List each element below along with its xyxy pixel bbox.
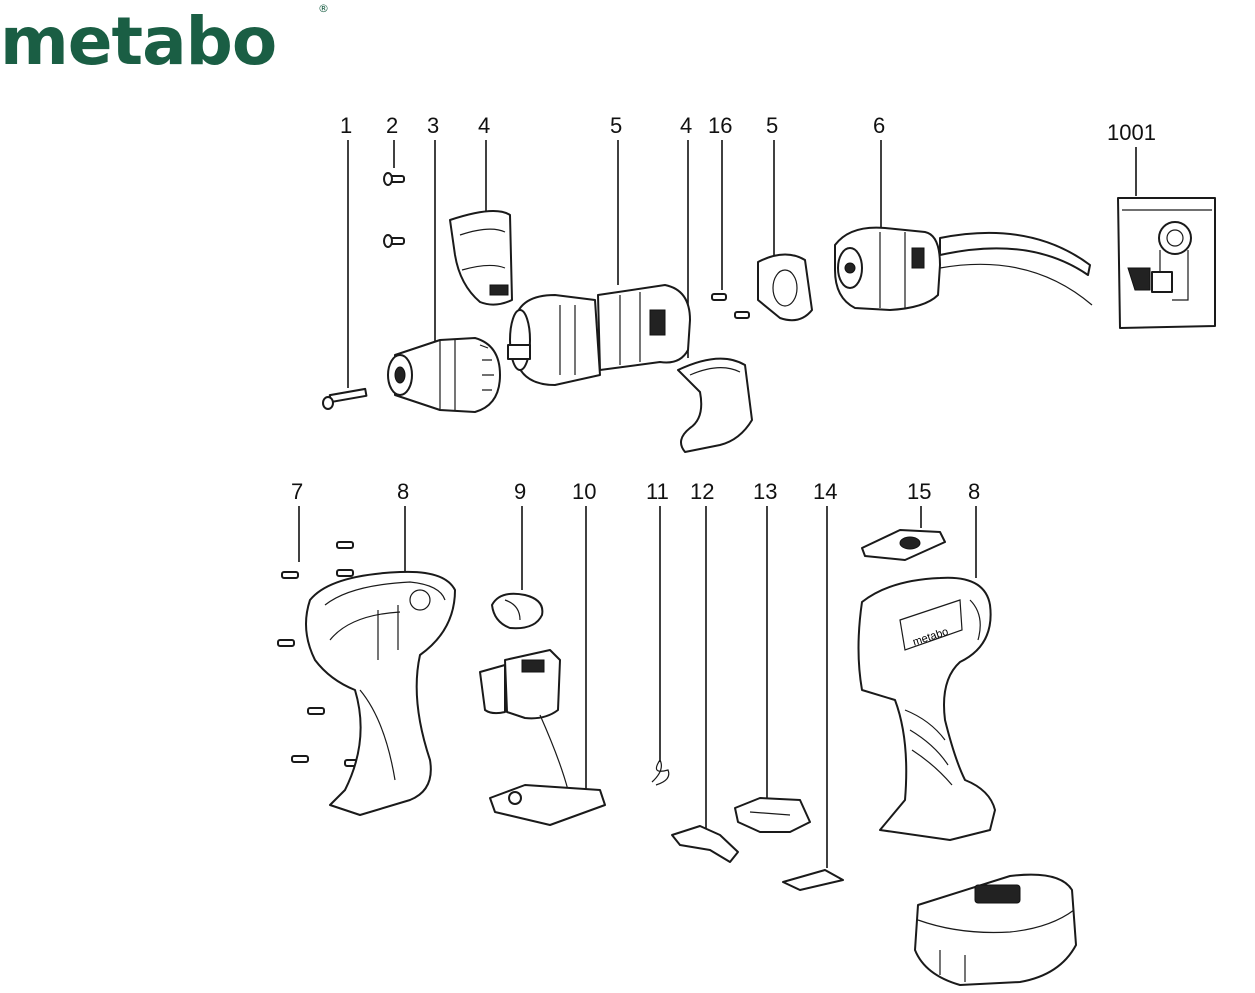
latch-icon (671, 825, 739, 863)
callout-label: 4 (680, 113, 692, 138)
callout-label: 7 (291, 479, 303, 504)
callout-14: 14 (813, 479, 837, 868)
registered-mark: ® (318, 2, 329, 15)
clamp-shell-icon (449, 210, 513, 306)
rating-label-icon (782, 869, 844, 891)
callout-label: 14 (813, 479, 837, 504)
callout-label: 13 (753, 479, 777, 504)
trigger-switch-icon (479, 649, 606, 826)
callout-12: 12 (690, 479, 714, 832)
gearbox-icon (507, 284, 691, 386)
callout-label: 2 (386, 113, 398, 138)
callout-10: 10 (572, 479, 596, 795)
direction-switch-icon (491, 592, 544, 630)
battery-holder-icon (734, 797, 811, 833)
brand-wordmark: metabo (0, 3, 276, 80)
belt-clip-icon (861, 529, 946, 561)
callout-9: 9 (514, 479, 526, 590)
callout-label: 15 (907, 479, 931, 504)
callout-label: 1001 (1107, 120, 1156, 145)
callout-label: 8 (968, 479, 980, 504)
callout-15: 15 (907, 479, 931, 528)
callout-6: 6 (873, 113, 885, 228)
callout-13: 13 (753, 479, 777, 798)
callout-label: 4 (478, 113, 490, 138)
callout-16: 16 (708, 113, 732, 290)
callout-5b: 5 (766, 113, 778, 258)
metabo-logo: metabo ® (0, 2, 329, 80)
drill-chuck-icon (387, 337, 501, 413)
callout-label: 5 (766, 113, 778, 138)
battery-pack-icon (914, 873, 1077, 986)
callout-3: 3 (427, 113, 439, 345)
callout-4a: 4 (478, 113, 490, 212)
motor-icon (834, 226, 1093, 311)
callout-1: 1 (340, 113, 352, 388)
callout-label: 11 (646, 479, 669, 504)
callout-1001: 1001 (1107, 120, 1156, 196)
wiring-label-icon (1117, 197, 1216, 329)
callout-label: 8 (397, 479, 409, 504)
small-screw-icon (383, 172, 405, 248)
callout-label: 10 (572, 479, 596, 504)
housing-shell-icon (305, 570, 456, 816)
gearbox-icon (757, 253, 813, 322)
callout-8b: 8 (968, 479, 980, 578)
callout-2: 2 (386, 113, 398, 168)
screw-icon (322, 387, 368, 410)
spring-icon (651, 758, 670, 786)
callout-5a: 5 (610, 113, 622, 285)
callout-label: 16 (708, 113, 732, 138)
housing-screw-icon (277, 541, 362, 767)
callout-11: 11 (646, 479, 669, 762)
housing-shell-icon: metabo (857, 576, 996, 841)
pin-icon (711, 293, 750, 319)
callout-8a: 8 (397, 479, 409, 572)
callout-label: 1 (340, 113, 352, 138)
clamp-shell-icon (677, 357, 753, 453)
callout-label: 6 (873, 113, 885, 138)
callout-label: 5 (610, 113, 622, 138)
callout-7: 7 (291, 479, 303, 562)
callout-label: 3 (427, 113, 439, 138)
callout-label: 9 (514, 479, 526, 504)
callout-label: 12 (690, 479, 714, 504)
